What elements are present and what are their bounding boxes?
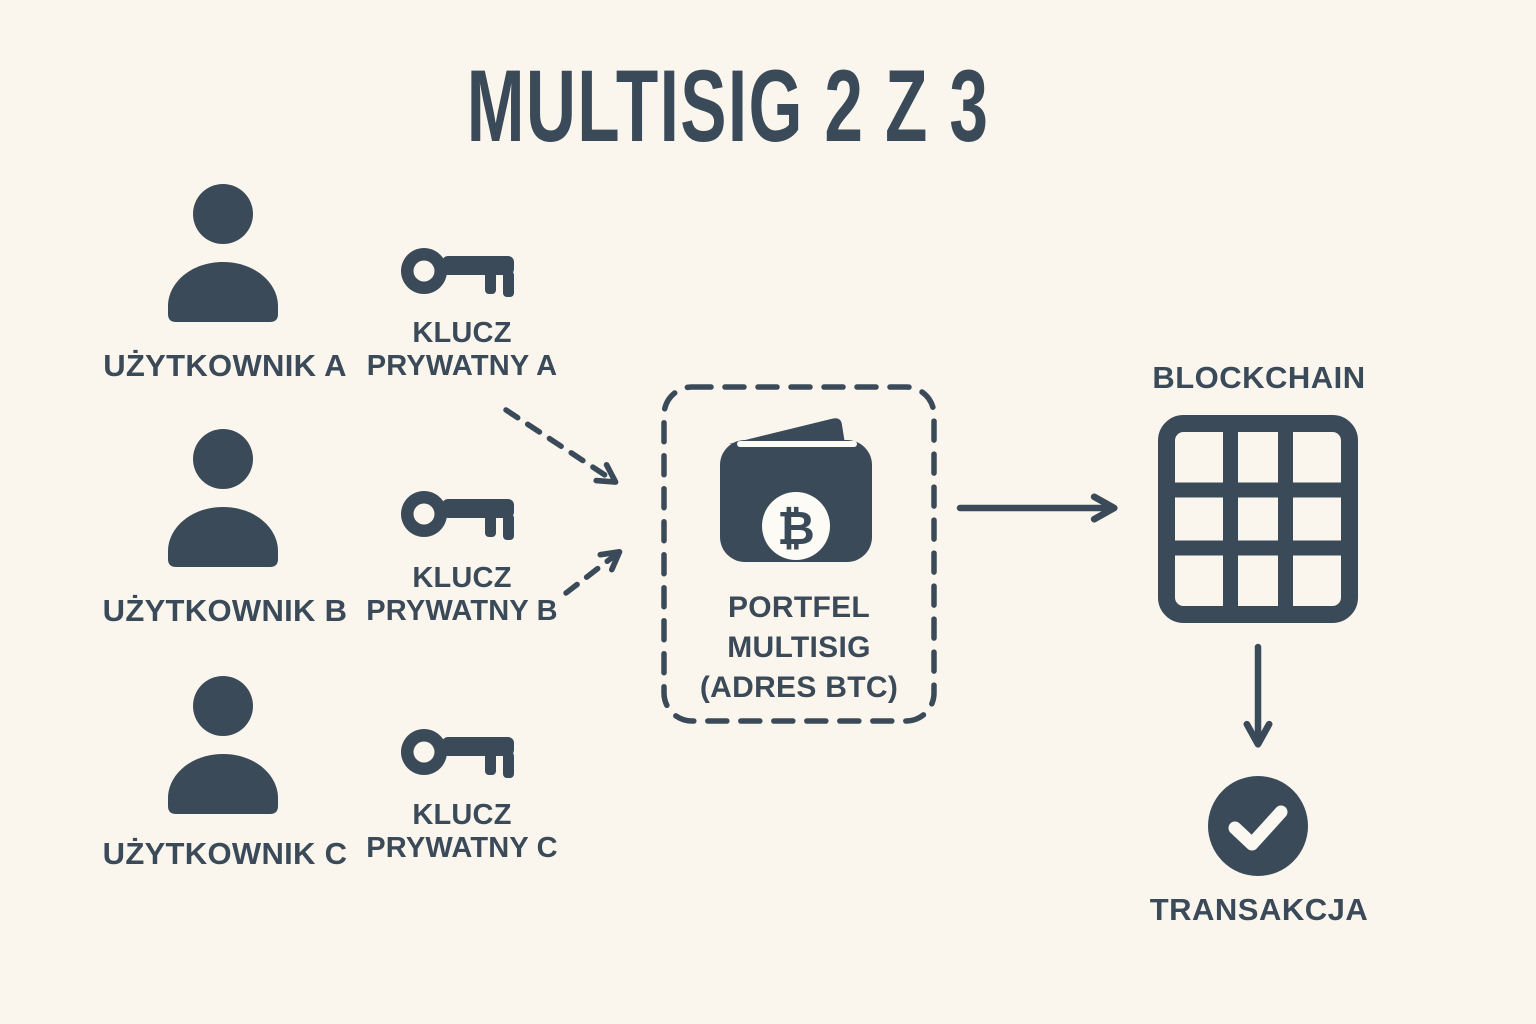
key-b-label-line1: KLUCZ — [412, 562, 512, 594]
key-a-label-line1: KLUCZ — [412, 317, 512, 349]
multisig-wallet-box — [660, 383, 938, 725]
private-key-icon — [400, 247, 518, 299]
user-a-label: UŻYTKOWNIK A — [103, 348, 347, 383]
key-c-label-line1: KLUCZ — [412, 799, 512, 831]
person-icon — [164, 676, 286, 816]
key-b-label-line2: PRYWATNY B — [366, 595, 558, 627]
page-title: MULTISIG 2 Z 3 — [466, 49, 990, 163]
transaction-label: TRANSAKCJA — [1149, 892, 1369, 927]
wallet-caption-line1: PORTFEL — [727, 591, 871, 624]
key-c-label-line2: PRYWATNY C — [366, 832, 558, 864]
blockchain-label: BLOCKCHAIN — [1152, 360, 1366, 395]
multisig-wallet-icon: ₿ — [715, 412, 875, 564]
user-c-label: UŻYTKOWNIK C — [102, 836, 348, 871]
transaction-check-icon — [1208, 776, 1308, 876]
bitcoin-symbol: ₿ — [777, 501, 815, 555]
key-a-to-wallet-arrow — [503, 407, 619, 485]
user-b-label: UŻYTKOWNIK B — [102, 593, 348, 628]
key-a-label: KLUCZ PRYWATNY A — [342, 317, 582, 383]
private-key-icon — [400, 490, 518, 542]
wallet-caption: PORTFEL MULTISIG (ADRES BTC) — [663, 588, 935, 708]
person-icon — [164, 184, 286, 324]
key-c-label: KLUCZ PRYWATNY C — [342, 799, 582, 865]
wallet-caption-line2: MULTISIG — [727, 631, 871, 664]
person-icon — [164, 429, 286, 569]
blockchain-grid-icon — [1158, 415, 1358, 623]
key-a-label-line2: PRYWATNY A — [366, 350, 558, 382]
bitcoin-coin-circle — [762, 492, 830, 560]
private-key-icon — [400, 728, 518, 780]
wallet-caption-line3: (ADRES BTC) — [699, 671, 899, 704]
key-b-label: KLUCZ PRYWATNY B — [342, 562, 582, 628]
